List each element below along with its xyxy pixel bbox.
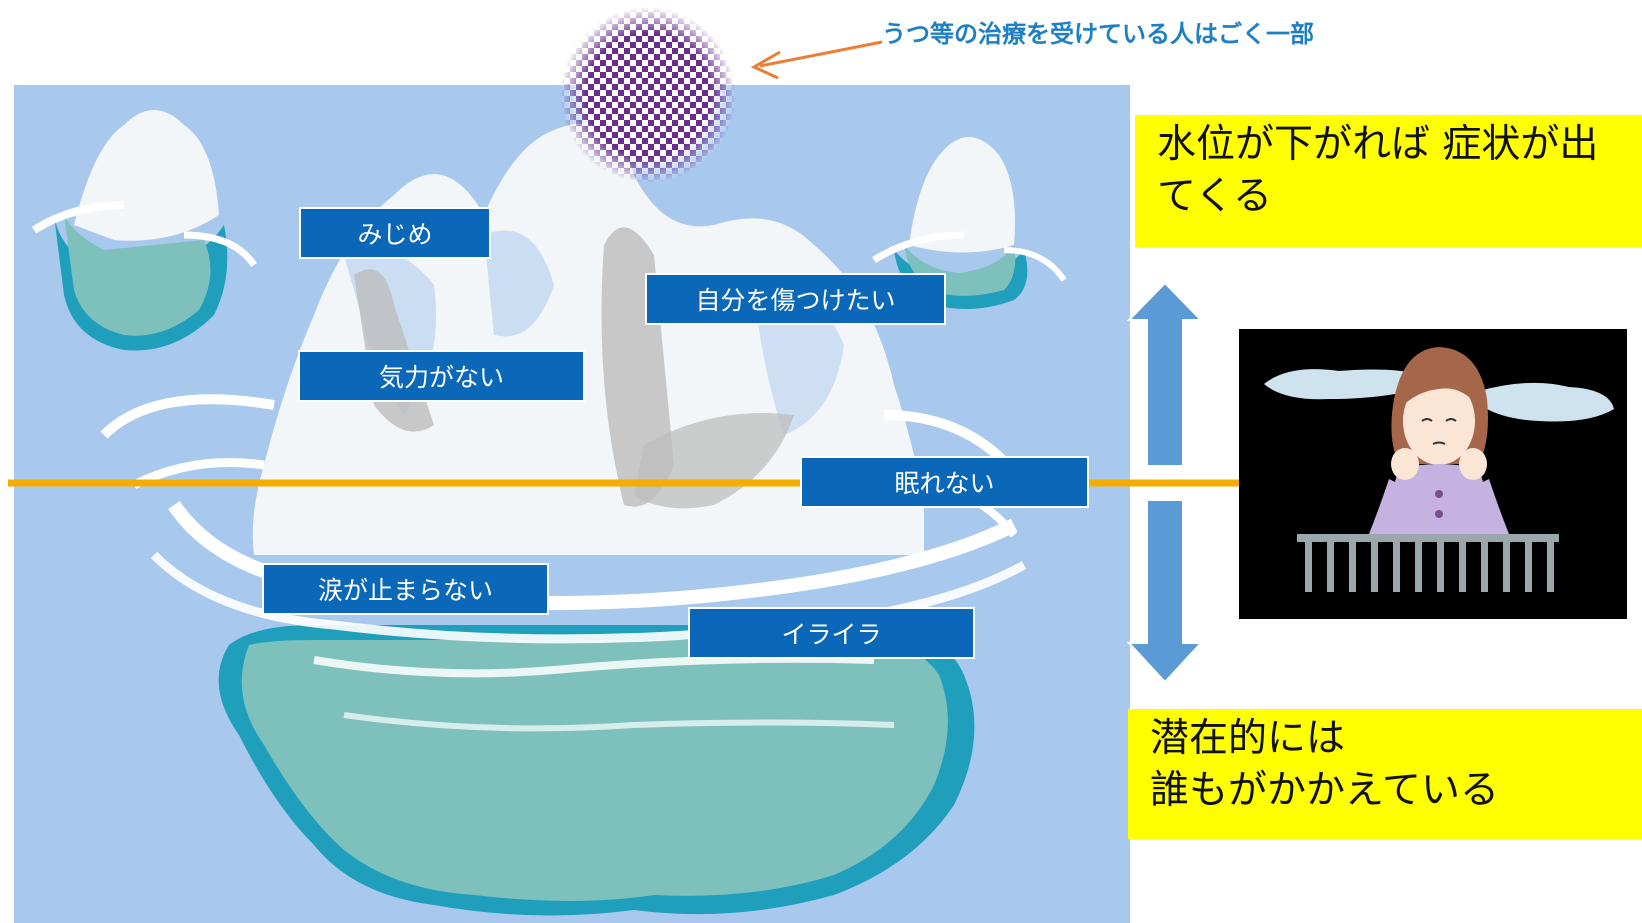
symptom-label-no-energy: 気力がない bbox=[298, 350, 585, 402]
top-note: うつ等の治療を受けている人はごく一部 bbox=[882, 20, 1314, 48]
callout-lower-line2: 誰もがかかえている bbox=[1150, 768, 1500, 813]
symptom-label-irritation: イライラ bbox=[688, 607, 975, 659]
up-arrow bbox=[1126, 281, 1204, 467]
note-arrow-head bbox=[750, 50, 781, 80]
note-arrow-line bbox=[759, 40, 883, 68]
callout-lower: 潜在的には 誰もがかかえている bbox=[1128, 709, 1642, 839]
callout-lower-line1: 潜在的には bbox=[1150, 716, 1346, 761]
callout-upper-line2: てくる bbox=[1157, 174, 1273, 219]
callout-upper-line1: 水位が下がれば 症状が出 bbox=[1157, 122, 1599, 167]
symptom-label-self-harm: 自分を傷つけたい bbox=[645, 273, 946, 325]
distressed-woman-illustration bbox=[1239, 329, 1627, 619]
down-arrow bbox=[1126, 499, 1204, 684]
symptom-label-insomnia: 眠れない bbox=[800, 456, 1089, 508]
symptom-label-misery: みじめ bbox=[299, 207, 491, 259]
callout-upper: 水位が下がれば 症状が出 てくる bbox=[1135, 115, 1642, 247]
symptom-label-tears: 涙が止まらない bbox=[262, 563, 549, 615]
